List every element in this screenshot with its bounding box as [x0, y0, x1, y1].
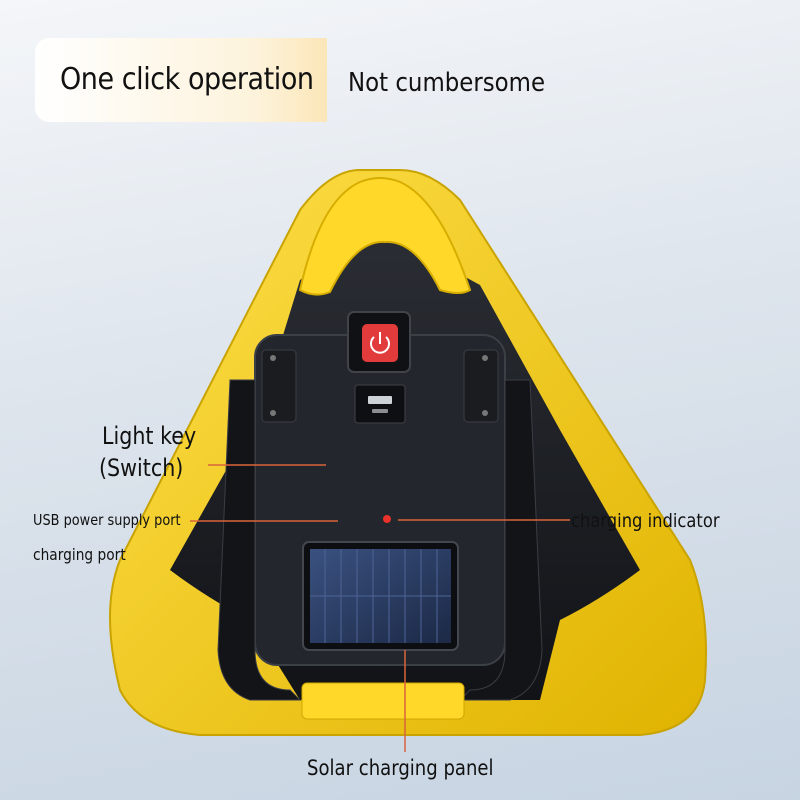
- subline-text: Not cumbersome: [348, 68, 546, 98]
- callout-solar-panel: Solar charging panel: [307, 756, 494, 780]
- charging-indicator-led: [383, 515, 391, 523]
- headline-banner: [35, 38, 327, 122]
- callout-switch: (Switch): [99, 454, 184, 482]
- callout-usb-port: USB power supply port: [33, 511, 181, 529]
- usb-port-icon: [368, 396, 392, 413]
- callout-light-key: Light key: [102, 422, 197, 450]
- screw-plate-left: [261, 349, 297, 423]
- power-button[interactable]: [347, 311, 411, 373]
- usb-port[interactable]: [354, 384, 406, 424]
- top-cap: [298, 177, 472, 296]
- headline-text: One click operation: [60, 62, 314, 97]
- screw-plate-right: [463, 349, 499, 423]
- callout-charging-indicator: charging indicator: [571, 510, 720, 532]
- bottom-grip: [301, 682, 465, 720]
- callout-lines: [190, 464, 570, 752]
- power-icon: [370, 332, 390, 354]
- callout-charging-port: charging port: [33, 545, 126, 564]
- solar-panel: [302, 541, 459, 651]
